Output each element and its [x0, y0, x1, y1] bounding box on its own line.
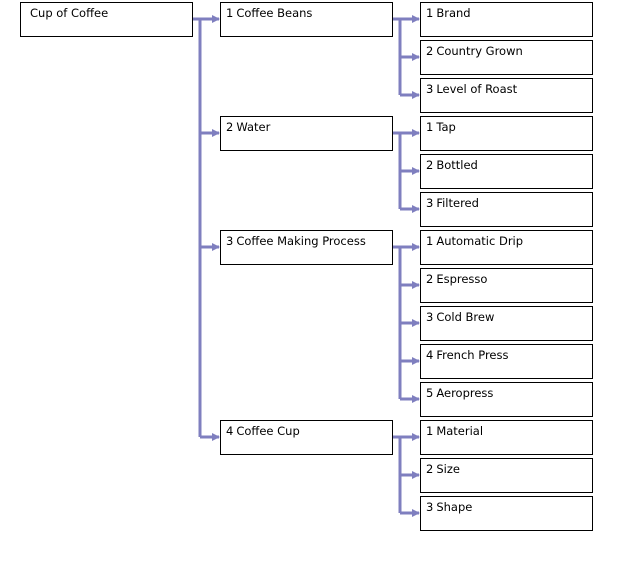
- leaf-number: 1: [426, 6, 434, 20]
- branch-number: 1: [226, 6, 234, 20]
- branch-label: Coffee Making Process: [236, 234, 366, 248]
- leaf-label: Cold Brew: [436, 310, 495, 324]
- leaf-label: Country Grown: [436, 44, 523, 58]
- root-label: Cup of Coffee: [30, 6, 109, 20]
- root-node: Cup of Coffee: [20, 2, 193, 37]
- leaf-label: Shape: [436, 500, 473, 514]
- leaf-label: Tap: [436, 120, 456, 134]
- leaf-number: 5: [426, 386, 434, 400]
- leaf-number: 3: [426, 310, 434, 324]
- leaf-number: 2: [426, 44, 434, 58]
- leaf-number: 1: [426, 120, 434, 134]
- branch-number: 3: [226, 234, 234, 248]
- leaf-number: 1: [426, 234, 434, 248]
- branch-label: Coffee Cup: [236, 424, 300, 438]
- leaf-number: 1: [426, 424, 434, 438]
- leaf-label: Level of Roast: [436, 82, 518, 96]
- leaf-label: Automatic Drip: [436, 234, 524, 248]
- leaf-label: Filtered: [436, 196, 479, 210]
- leaf-number: 3: [426, 500, 434, 514]
- leaf-number: 4: [426, 348, 434, 362]
- leaf-label: Material: [436, 424, 484, 438]
- leaf-number: 3: [426, 196, 434, 210]
- leaf-label: Espresso: [436, 272, 488, 286]
- leaf-label: Aeropress: [436, 386, 494, 400]
- leaf-number: 2: [426, 272, 434, 286]
- leaf-number: 3: [426, 82, 434, 96]
- branch-label: Water: [236, 120, 271, 134]
- branch-number: 4: [226, 424, 234, 438]
- leaf-label: French Press: [436, 348, 509, 362]
- leaf-number: 2: [426, 462, 434, 476]
- leaf-number: 2: [426, 158, 434, 172]
- leaf-label: Bottled: [436, 158, 478, 172]
- branch-number: 2: [226, 120, 234, 134]
- branch-label: Coffee Beans: [236, 6, 313, 20]
- leaf-label: Brand: [436, 6, 471, 20]
- leaf-label: Size: [436, 462, 460, 476]
